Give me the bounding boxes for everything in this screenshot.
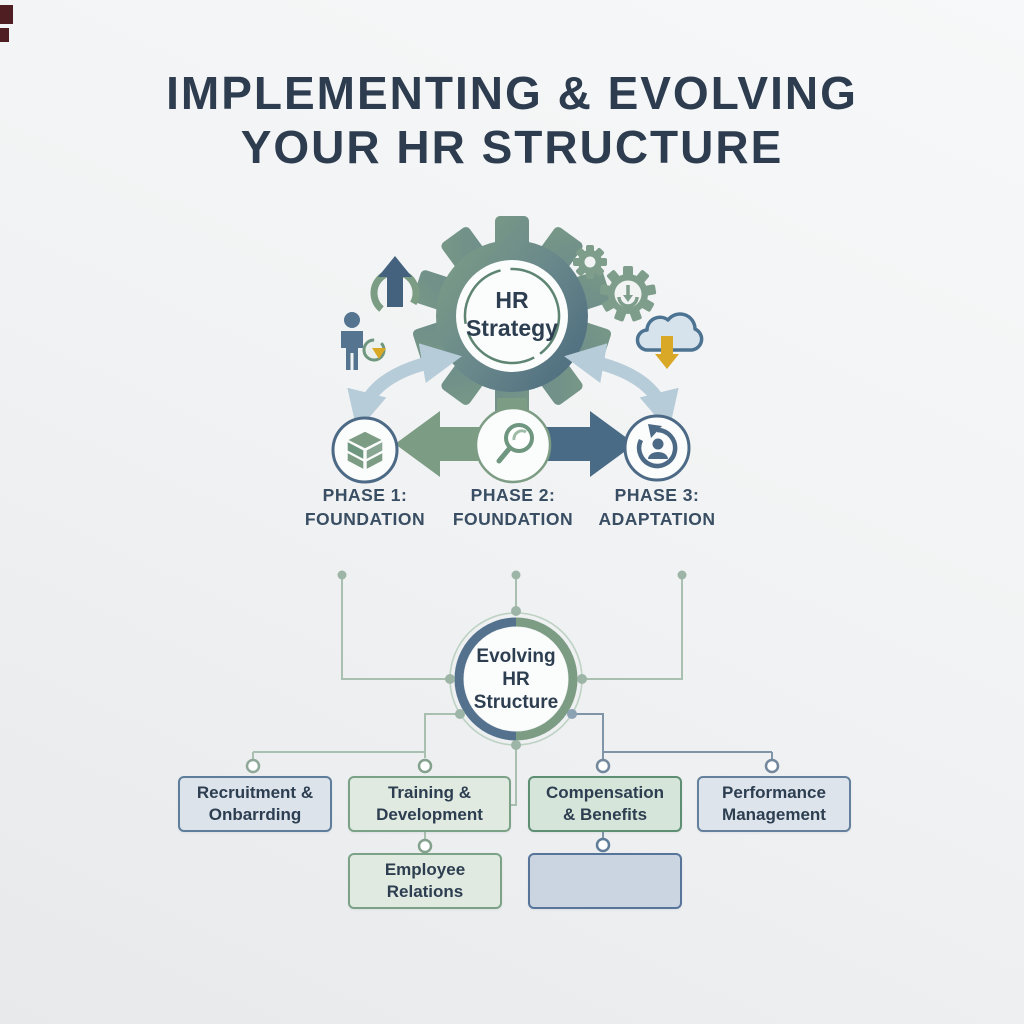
connector-lines-blue bbox=[572, 713, 773, 838]
phase3-label: PHASE 3: ADAPTATION bbox=[572, 484, 742, 531]
connector-open-dots bbox=[245, 758, 780, 854]
center-node-line2: HR bbox=[502, 669, 530, 691]
dept4-line1: Performance bbox=[722, 782, 826, 802]
dept3-line1: Compensation bbox=[545, 782, 665, 802]
corner-artifact-mark bbox=[0, 5, 13, 24]
curved-double-arrow-right-icon bbox=[564, 343, 679, 432]
recycle-globe-icon bbox=[362, 338, 386, 362]
connector-node-dots bbox=[337, 570, 687, 750]
phase3-circle bbox=[623, 414, 691, 482]
refresh-person-icon bbox=[636, 424, 678, 469]
corner-artifact-mark bbox=[0, 28, 9, 42]
center-node-ring bbox=[449, 612, 583, 746]
dept5-line2: Relations bbox=[386, 882, 464, 901]
connector-lines-green bbox=[252, 575, 683, 839]
hub-label-line1: HR bbox=[495, 287, 529, 313]
building-blocks-icon bbox=[345, 430, 385, 472]
department-box-training-development: Training & Development bbox=[348, 776, 511, 832]
phase1-label-line2: FOUNDATION bbox=[304, 508, 426, 529]
phase2-label-line1: PHASE 2: bbox=[470, 485, 556, 505]
center-node-line1: Evolving bbox=[476, 646, 556, 667]
dept5-line1: Employee bbox=[384, 859, 466, 879]
dept3-line2: & Benefits bbox=[562, 805, 648, 824]
person-icon bbox=[341, 312, 363, 370]
department-box-performance-management: Performance Management bbox=[697, 776, 851, 832]
hr-strategy-gear-icon bbox=[412, 216, 612, 416]
center-node-label: Evolving HR Structure bbox=[446, 645, 586, 715]
phase2-label-line2: FOUNDATION bbox=[452, 508, 574, 529]
curved-double-arrow-left-icon bbox=[347, 343, 462, 432]
department-box-recruitment-onboarding: Recruitment & Onbarrding bbox=[178, 776, 332, 832]
phase3-label-line2: ADAPTATION bbox=[598, 508, 716, 529]
department-box-empty bbox=[528, 853, 682, 909]
dept1-line1: Recruitment & bbox=[196, 782, 314, 802]
magnifier-icon bbox=[496, 423, 534, 464]
center-node-line3: Structure bbox=[473, 692, 559, 714]
hub-label-line2: Strategy bbox=[465, 314, 559, 341]
phase3-label-line1: PHASE 3: bbox=[614, 485, 700, 505]
department-box-employee-relations: Employee Relations bbox=[348, 853, 502, 909]
gear-download-icon bbox=[599, 266, 657, 322]
phase1-circle bbox=[331, 416, 399, 484]
phase1-label-line1: PHASE 1: bbox=[322, 485, 408, 505]
cloud-download-icon bbox=[635, 312, 704, 369]
phase2-label: PHASE 2: FOUNDATION bbox=[428, 484, 598, 531]
dept2-line1: Training & bbox=[387, 782, 472, 802]
phase2-circle bbox=[474, 406, 552, 484]
phase1-label: PHASE 1: FOUNDATION bbox=[280, 484, 450, 531]
page-title: IMPLEMENTING & EVOLVING YOUR HR STRUCTUR… bbox=[0, 66, 1024, 175]
page-title-line1: IMPLEMENTING & EVOLVING bbox=[166, 67, 858, 119]
up-arrow-crescent-icon bbox=[370, 256, 420, 318]
small-gear-icon bbox=[573, 245, 607, 279]
dept2-line2: Development bbox=[376, 805, 483, 824]
dept4-line2: Management bbox=[722, 805, 826, 824]
hub-label: HR Strategy bbox=[447, 287, 577, 342]
department-box-compensation-benefits: Compensation & Benefits bbox=[528, 776, 682, 832]
dept1-line2: Onbarrding bbox=[208, 805, 302, 824]
page-title-line2: YOUR HR STRUCTURE bbox=[240, 121, 784, 174]
